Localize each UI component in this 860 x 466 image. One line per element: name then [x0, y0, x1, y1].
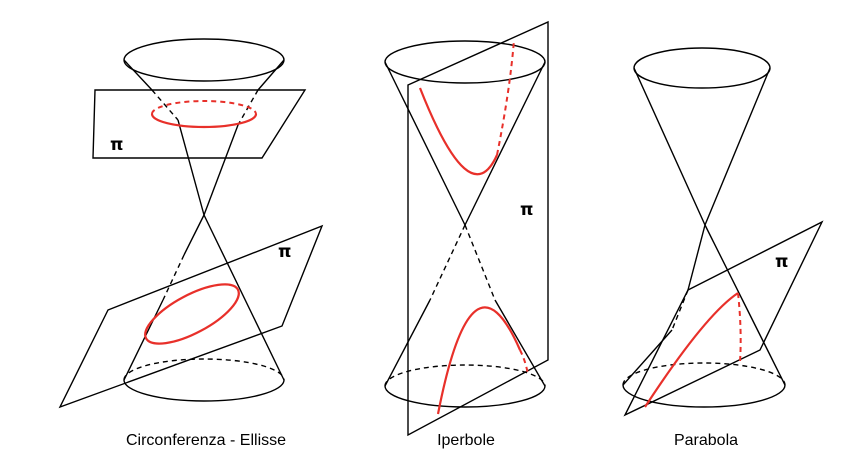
- lower-cone-left-hidden: [162, 254, 185, 301]
- hyperbola-lower-hidden: [519, 349, 529, 376]
- caption-parabola: Parabola: [674, 432, 738, 449]
- hyperbola-upper-branch: [418, 87, 499, 176]
- plane-tilted: [58, 224, 324, 409]
- lower-cone-rim-back: [384, 364, 546, 387]
- caption-hyperbola: Iperbole: [437, 432, 495, 449]
- ellipse-section: [144, 283, 240, 345]
- upper-cone-rim: [633, 47, 771, 89]
- lower-cone-left-hidden: [671, 289, 689, 331]
- lower-cone-left-hidden: [429, 224, 466, 301]
- plane-horizontal: [92, 89, 307, 159]
- lower-cone-rim-front: [384, 385, 546, 408]
- plane-label: π: [520, 200, 533, 220]
- hyperbola-lower-branch: [436, 306, 522, 415]
- lower-cone-rim-front: [123, 379, 285, 402]
- figure-hyperbola: π Iperbole: [384, 20, 549, 449]
- lower-cone-left-top: [687, 224, 706, 291]
- upper-cone-left-edge: [123, 59, 153, 91]
- lower-cone-right-edge: [704, 224, 786, 386]
- parabola-section: [644, 292, 739, 408]
- plane-tilted: [623, 220, 824, 417]
- circle-section-back: [151, 100, 257, 115]
- upper-cone-left-edge: [633, 67, 706, 226]
- plane-label-lower: π: [278, 242, 291, 262]
- upper-cone-right-edge: [704, 67, 771, 226]
- parabola-section-hidden: [737, 292, 742, 363]
- lower-cone-right-hidden: [464, 224, 496, 301]
- upper-cone-right-edge: [464, 61, 546, 226]
- plane-label-upper: π: [110, 135, 123, 155]
- lower-cone-right-bottom: [494, 299, 546, 387]
- lower-cone-rim-back: [622, 362, 786, 386]
- upper-cone-rim: [123, 38, 285, 82]
- caption-circle-ellipse: Circonferenza - Ellisse: [126, 432, 286, 449]
- plane-label: π: [775, 252, 788, 272]
- upper-cone-left-lower: [177, 119, 205, 216]
- lower-cone-rim-back: [123, 358, 285, 381]
- circle-section-front: [150, 113, 258, 129]
- hyperbola-upper-hidden: [496, 39, 515, 156]
- lower-cone-left-top: [183, 214, 205, 256]
- lower-cone-right-edge: [203, 214, 285, 381]
- lower-cone-rim-front: [622, 384, 786, 408]
- upper-cone-rim: [384, 40, 546, 84]
- lower-cone-left-bottom: [384, 299, 431, 387]
- figure-parabola: π Parabola: [622, 47, 824, 449]
- upper-cone-left-hidden: [151, 89, 179, 121]
- upper-cone-right-lower: [203, 124, 239, 216]
- figure-circle-ellipse: π π Circonferenza - Ellisse: [58, 38, 324, 449]
- upper-cone-right-edge: [257, 59, 285, 91]
- lower-cone-left-bottom: [123, 299, 164, 381]
- upper-cone-left-edge: [384, 61, 466, 226]
